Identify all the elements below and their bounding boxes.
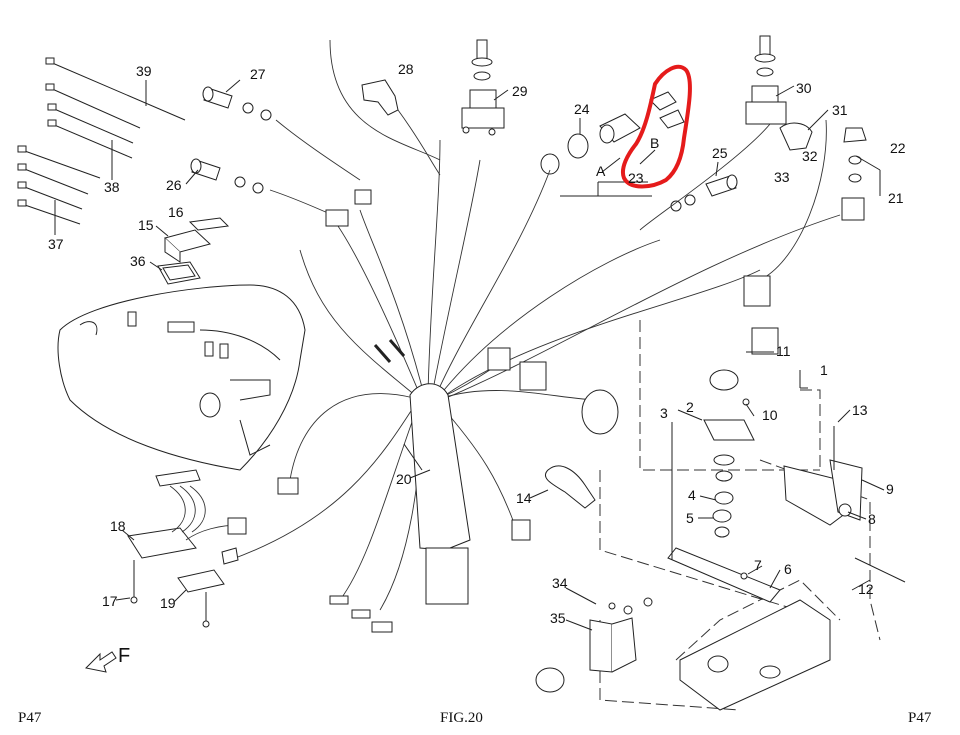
cover-plate-parts — [157, 217, 230, 285]
callout: 27 — [250, 66, 266, 82]
callout: 37 — [48, 236, 64, 252]
callout: 33 — [774, 169, 790, 185]
callout: 5 — [686, 510, 694, 526]
callout: 31 — [832, 102, 848, 118]
callout: 2 — [686, 399, 694, 415]
callout: 10 — [762, 407, 778, 423]
callout: 38 — [104, 179, 120, 195]
callout: 36 — [130, 253, 146, 269]
figure-title: FIG.20 — [440, 710, 483, 726]
callout: 25 — [712, 145, 728, 161]
callout: 35 — [550, 610, 566, 626]
callout: 21 — [888, 190, 904, 206]
circuit-board-parts — [127, 469, 247, 628]
callout: 11 — [776, 343, 791, 359]
page-number-left: P47 — [18, 710, 42, 726]
toggle-switch-30 — [745, 35, 787, 125]
callout: 16 — [168, 204, 184, 220]
callout: 9 — [886, 481, 894, 497]
key-switch-23 — [540, 91, 685, 197]
toggle-switch-29 — [461, 39, 505, 136]
callout: 23 — [628, 170, 644, 186]
callout: 29 — [512, 83, 528, 99]
callout: 12 — [858, 581, 874, 597]
callout: 22 — [890, 140, 906, 156]
callout: 3 — [660, 405, 668, 421]
callout: 30 — [796, 80, 812, 96]
callout: 1 — [820, 362, 828, 378]
bracket-28 — [361, 79, 399, 116]
callout: 6 — [784, 561, 792, 577]
callout: 14 — [516, 490, 532, 506]
callout-labels: 1 2 3 4 5 6 7 8 9 10 11 12 13 14 15 16 1… — [48, 61, 906, 667]
callout: 19 — [160, 595, 176, 611]
lower-assembly — [535, 320, 906, 711]
indicator-lamps — [190, 86, 272, 194]
callout: 13 — [852, 402, 868, 418]
callout: 26 — [166, 177, 182, 193]
callout: 39 — [136, 63, 152, 79]
callout: 20 — [396, 471, 412, 487]
callout: 15 — [138, 217, 154, 233]
cable-ties — [17, 57, 186, 235]
handle-14 — [544, 465, 596, 509]
indicator-lamp-25 — [670, 174, 738, 212]
sub-label-a: A — [596, 163, 606, 179]
knob-parts — [779, 122, 881, 221]
callout: 8 — [868, 511, 876, 527]
callout: 34 — [552, 575, 568, 591]
callout: 4 — [688, 487, 696, 503]
highlight-circle — [621, 64, 692, 189]
direction-letter: F — [118, 645, 130, 667]
front-arrow — [84, 651, 117, 673]
callout: 24 — [574, 101, 590, 117]
callout: 7 — [754, 557, 762, 573]
leader-lines — [115, 79, 885, 631]
callout: 28 — [398, 61, 414, 77]
sub-label-b: B — [650, 135, 659, 151]
dash-cover — [57, 284, 306, 471]
callout: 32 — [802, 148, 818, 164]
callout: 17 — [102, 593, 118, 609]
callout: 18 — [110, 518, 126, 534]
wiring-harness-20 — [221, 39, 841, 633]
page-number-right: P47 — [908, 710, 932, 726]
